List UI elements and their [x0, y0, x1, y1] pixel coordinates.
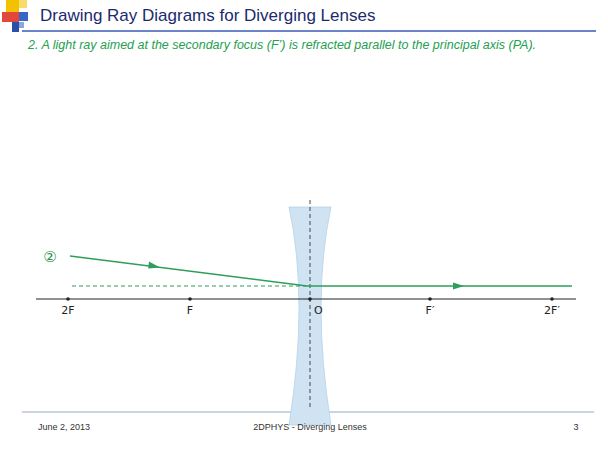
principal-axis	[36, 299, 576, 300]
slide-title: Drawing Ray Diagrams for Diverging Lense…	[40, 6, 375, 26]
ray-arrowhead	[148, 262, 160, 269]
focus-points	[66, 297, 554, 301]
footer-title: 2DPHYS - Diverging Lenses	[253, 422, 367, 432]
light-ray	[70, 256, 572, 286]
title-rule	[22, 30, 596, 32]
axis-label: O	[314, 304, 323, 317]
slide-logo	[2, 0, 28, 32]
axis-label: 2F′	[544, 304, 560, 317]
rule-text: 2. A light ray aimed at the secondary fo…	[28, 37, 588, 53]
footer-date: June 2, 2013	[38, 422, 90, 432]
page-number: 3	[573, 422, 578, 432]
ray-arrowhead	[453, 283, 464, 290]
callout-number: ②	[43, 248, 56, 266]
axis-label: 2F	[61, 304, 74, 317]
lens-axis	[310, 200, 311, 408]
ray-extension	[72, 286, 306, 287]
axis-label: F	[187, 304, 193, 317]
axis-label: F′	[426, 304, 435, 317]
